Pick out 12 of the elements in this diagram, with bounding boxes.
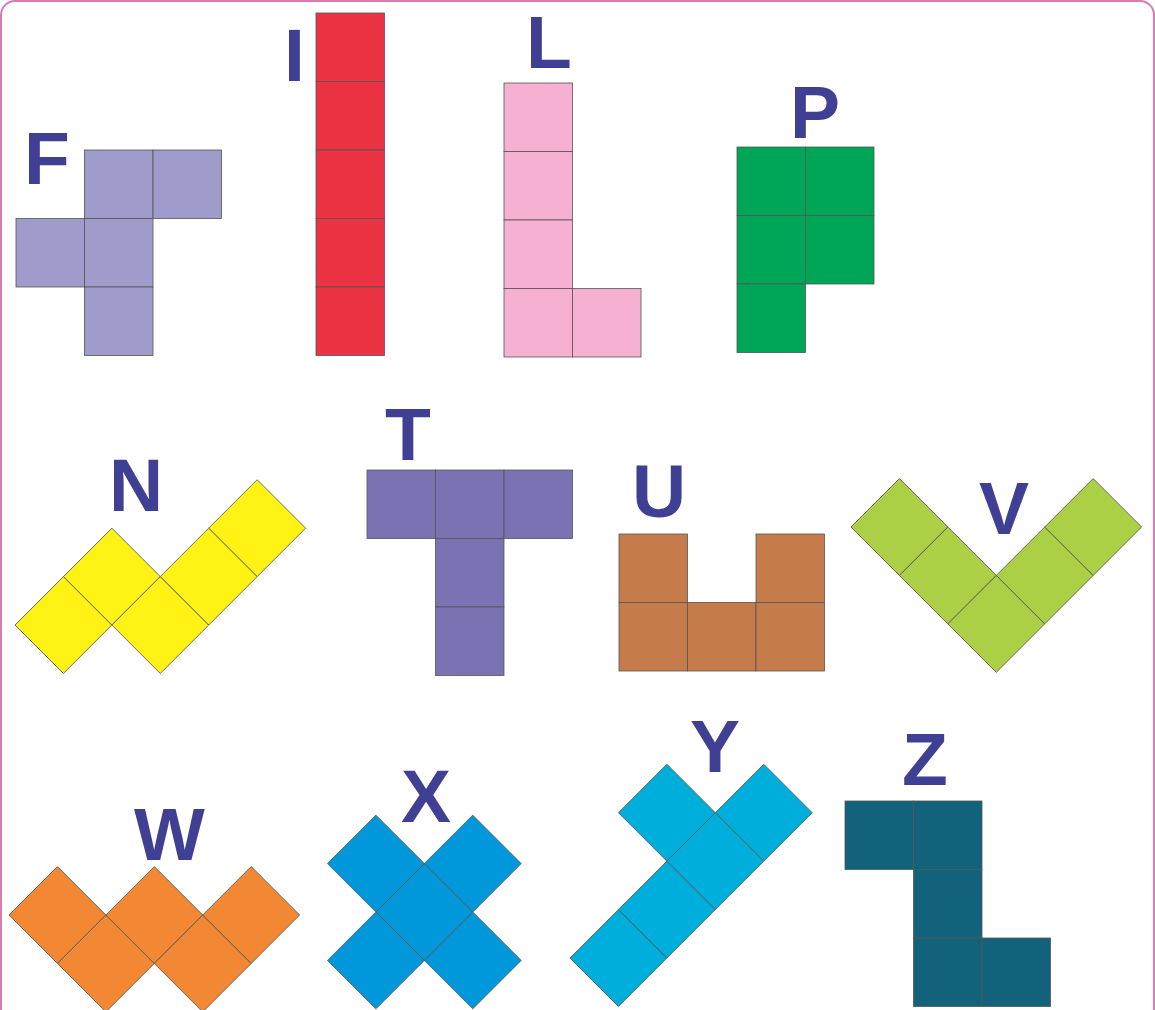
letter-label: N: [109, 448, 164, 523]
letter-label: V: [979, 471, 1030, 546]
letter-label: Y: [690, 709, 741, 784]
letter-label: L: [526, 5, 572, 80]
letter-label: W: [134, 797, 205, 872]
letter-label: Z: [902, 722, 948, 797]
letter-label: T: [385, 397, 431, 472]
letter-label: U: [632, 454, 687, 529]
letter-label: P: [790, 75, 841, 150]
letter-label: F: [24, 121, 70, 196]
letter-label: X: [401, 759, 452, 834]
letter-label: I: [284, 18, 305, 93]
